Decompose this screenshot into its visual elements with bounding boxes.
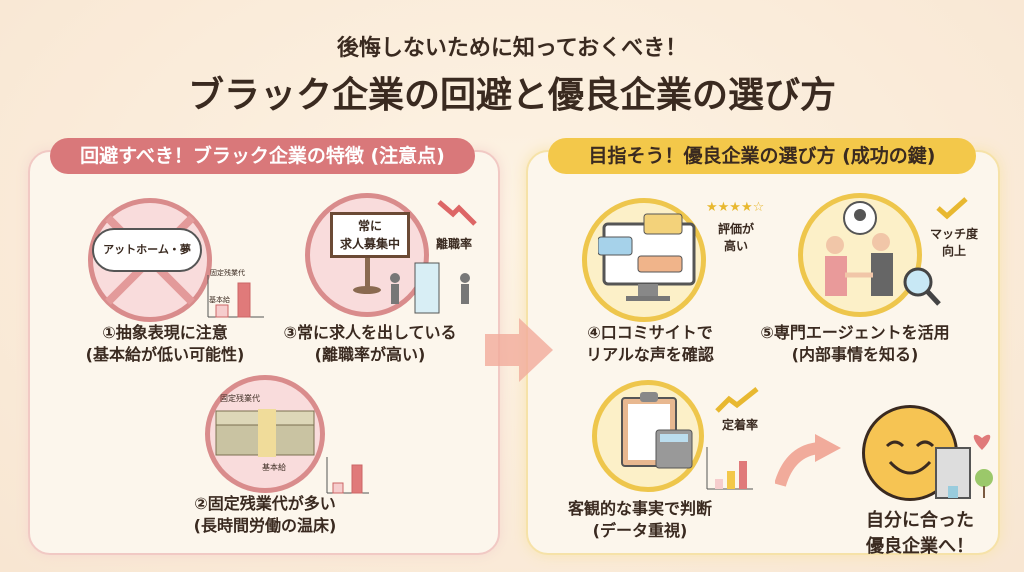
main-title: ブラック企業の回避と優良企業の選び方 (187, 75, 836, 116)
goal-line2: 優良企業へ！ (866, 536, 974, 557)
clipboard-calculator-icon (621, 392, 693, 469)
subtitle-heading: 後悔しないために知っておくべき！ (336, 36, 688, 61)
item5-subtitle: (内部事情を知る) (791, 345, 919, 364)
avoid-header: 回避すべき！ブラック企業の特徴 (注意点) (50, 138, 475, 174)
growth-chart-icon (706, 447, 753, 490)
item3-title: ③常に求人を出している (283, 323, 457, 342)
arrow-right-icon (485, 318, 553, 382)
people-leaving-icon (353, 258, 470, 314)
choose-header: 目指そう！優良企業の選び方 (成功の鍵) (548, 138, 976, 174)
item2-title: ②固定残業代が多い (194, 494, 336, 513)
trend-up-arrow-icon (715, 387, 759, 413)
bar-chart-icon (326, 457, 369, 494)
money-label: 基本給 (262, 463, 286, 472)
item6-subtitle: (データ重視) (592, 521, 688, 540)
item1-title: ①抽象表現に注意 (102, 323, 228, 342)
star-rating-icon: ★★★★☆ (706, 200, 765, 215)
money-label: 固定残業代 (220, 394, 260, 403)
bar-label: 固定残業代 (210, 269, 245, 277)
handshake-agent-icon (825, 201, 941, 306)
decline-arrow-icon (437, 200, 477, 226)
curved-arrow-icon (775, 434, 841, 487)
check-icon (936, 197, 968, 220)
item1-subtitle: (基本給が低い可能性) (85, 345, 245, 364)
bar-label: 基本給 (209, 296, 230, 304)
item2-subtitle: (長時間労働の温床) (193, 516, 337, 535)
salary-bar-chart-icon (207, 275, 264, 318)
building-heart-icon (935, 434, 993, 499)
match-label: マッチ度 向上 (930, 227, 979, 258)
job-sign: 常に 求人募集中 (330, 212, 410, 258)
item4-subtitle: リアルな声を確認 (586, 345, 714, 364)
rating-label: 評価が 高い (718, 222, 755, 253)
money-stack-icon (215, 409, 315, 457)
thought-bubble: アットホーム・夢 (92, 228, 202, 272)
item3-subtitle: (離職率が高い) (314, 345, 426, 364)
item5-title: ⑤専門エージェントを活用 (760, 323, 950, 342)
goal-line1: 自分に合った (866, 510, 974, 531)
turnover-label: 離職率 (436, 237, 473, 251)
retention-label: 定着率 (722, 418, 759, 432)
item4-title: ④口コミサイトで (587, 323, 713, 342)
item6-title: 客観的な事実で判断 (567, 499, 712, 518)
monitor-reviews-icon (598, 213, 696, 301)
